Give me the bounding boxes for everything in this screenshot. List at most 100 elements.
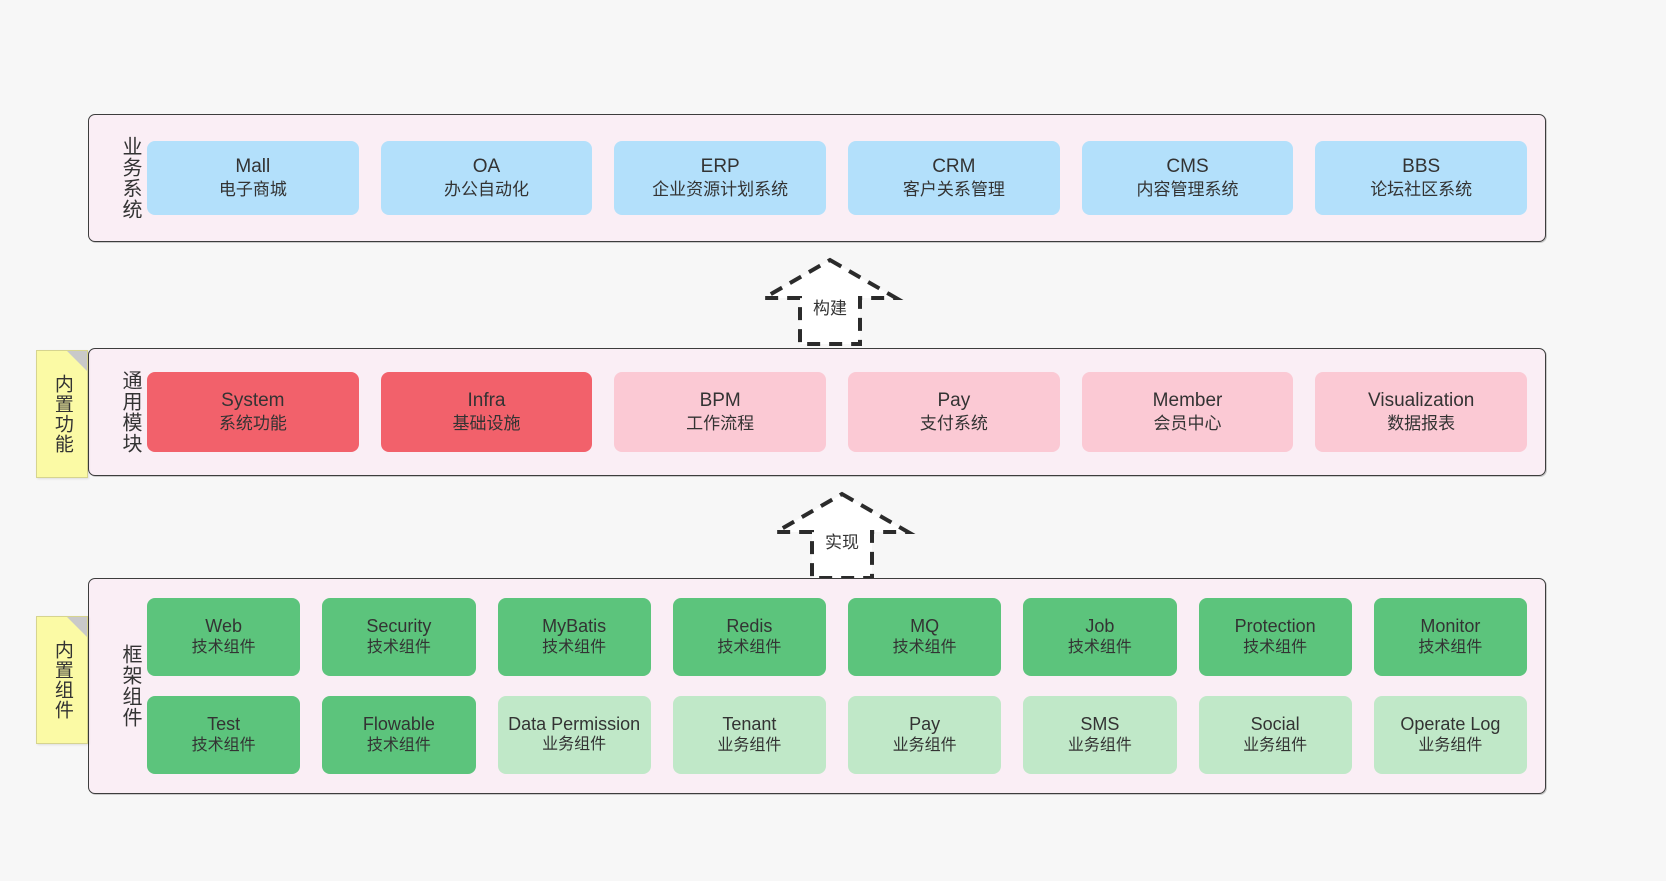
framework-row-1: Web 技术组件 Security 技术组件 MyBatis 技术组件 Redi… xyxy=(147,598,1527,676)
card-subtitle: 技术组件 xyxy=(892,639,957,657)
connector-implement-label: 实现 xyxy=(825,533,859,552)
card-title: BPM xyxy=(699,389,741,411)
card-redis[interactable]: Redis 技术组件 xyxy=(672,598,826,676)
card-title: Redis xyxy=(726,615,773,636)
card-security[interactable]: Security 技术组件 xyxy=(322,598,476,676)
card-title: Pay xyxy=(937,389,971,411)
card-subtitle: 支付系统 xyxy=(919,414,988,434)
card-title: MyBatis xyxy=(542,615,607,636)
connector-build-label: 构建 xyxy=(813,299,847,318)
card-subtitle: 工作流程 xyxy=(686,414,755,434)
card-subtitle: 技术组件 xyxy=(366,639,431,657)
card-member[interactable]: Member 会员中心 xyxy=(1081,372,1294,452)
card-infra[interactable]: Infra 基础设施 xyxy=(380,372,593,452)
card-subtitle: 技术组件 xyxy=(1418,639,1483,657)
card-title: Test xyxy=(207,713,241,734)
card-subtitle: 客户关系管理 xyxy=(902,180,1005,200)
card-subtitle: 论坛社区系统 xyxy=(1370,180,1473,200)
card-test[interactable]: Test 技术组件 xyxy=(147,696,301,774)
card-erp[interactable]: ERP 企业资源计划系统 xyxy=(614,141,827,215)
card-title: CRM xyxy=(932,155,976,177)
card-subtitle: 业务组件 xyxy=(1067,737,1132,755)
card-oa[interactable]: OA 办公自动化 xyxy=(380,141,593,215)
card-subtitle: 内容管理系统 xyxy=(1136,180,1239,200)
card-tenant[interactable]: Tenant 业务组件 xyxy=(672,696,826,774)
card-system[interactable]: System 系统功能 xyxy=(147,372,359,452)
card-flowable[interactable]: Flowable 技术组件 xyxy=(322,696,476,774)
band-business-systems: 业务系统 Mall 电子商城 OA 办公自动化 ERP 企业资源计划系统 CRM… xyxy=(88,114,1546,242)
card-subtitle: 基础设施 xyxy=(452,414,521,434)
card-subtitle: 业务组件 xyxy=(1243,737,1308,755)
card-subtitle: 会员中心 xyxy=(1153,414,1222,434)
card-sms[interactable]: SMS 业务组件 xyxy=(1023,696,1177,774)
card-title: OA xyxy=(472,155,501,177)
card-title: CMS xyxy=(1166,155,1209,177)
card-social[interactable]: Social 业务组件 xyxy=(1198,696,1352,774)
card-title: Security xyxy=(366,615,432,636)
note-fold-corner-icon xyxy=(67,617,87,637)
card-subtitle: 业务组件 xyxy=(892,737,957,755)
card-subtitle: 系统功能 xyxy=(218,414,287,434)
card-cms[interactable]: CMS 内容管理系统 xyxy=(1081,141,1294,215)
card-subtitle: 技术组件 xyxy=(542,639,607,657)
business-card-list: Mall 电子商城 OA 办公自动化 ERP 企业资源计划系统 CRM 客户关系… xyxy=(141,115,1545,241)
card-title: Infra xyxy=(467,389,506,411)
common-card-list: System 系统功能 Infra 基础设施 BPM 工作流程 Pay 支付系统… xyxy=(141,349,1545,475)
card-operate-log[interactable]: Operate Log 业务组件 xyxy=(1373,696,1527,774)
card-mq[interactable]: MQ 技术组件 xyxy=(848,598,1002,676)
connector-implement-arrow: 实现 xyxy=(768,491,916,580)
card-title: Job xyxy=(1085,615,1115,636)
card-title: Monitor xyxy=(1420,615,1481,636)
band-framework-components: 框架组件 Web 技术组件 Security 技术组件 MyBatis 技术组件… xyxy=(88,578,1546,794)
card-title: Visualization xyxy=(1368,389,1475,411)
band-label-framework: 框架组件 xyxy=(119,644,141,728)
card-protection[interactable]: Protection 技术组件 xyxy=(1198,598,1352,676)
card-title: SMS xyxy=(1080,713,1120,734)
card-subtitle: 业务组件 xyxy=(542,735,607,753)
card-title: Mall xyxy=(235,155,271,177)
card-title: System xyxy=(221,389,285,411)
card-bbs[interactable]: BBS 论坛社区系统 xyxy=(1315,141,1528,215)
card-subtitle: 业务组件 xyxy=(1418,737,1483,755)
card-web[interactable]: Web 技术组件 xyxy=(147,598,301,676)
note-label: 内置组件 xyxy=(51,640,73,720)
card-title: Web xyxy=(205,615,242,636)
card-mall[interactable]: Mall 电子商城 xyxy=(147,141,359,215)
card-title: Flowable xyxy=(362,713,435,734)
card-monitor[interactable]: Monitor 技术组件 xyxy=(1373,598,1527,676)
band-common-modules: 通用模块 System 系统功能 Infra 基础设施 BPM 工作流程 Pay… xyxy=(88,348,1546,476)
framework-row-2: Test 技术组件 Flowable 技术组件 Data Permission … xyxy=(147,696,1527,774)
card-title: ERP xyxy=(700,155,740,177)
card-title: MQ xyxy=(910,615,940,636)
card-subtitle: 技术组件 xyxy=(1243,639,1308,657)
card-title: BBS xyxy=(1402,155,1441,177)
card-subtitle: 企业资源计划系统 xyxy=(652,180,789,200)
note-builtin-component: 内置组件 xyxy=(36,616,88,744)
card-subtitle: 数据报表 xyxy=(1387,414,1456,434)
framework-card-grid: Web 技术组件 Security 技术组件 MyBatis 技术组件 Redi… xyxy=(141,579,1545,793)
card-crm[interactable]: CRM 客户关系管理 xyxy=(848,141,1060,215)
card-data-permission[interactable]: Data Permission 业务组件 xyxy=(497,696,651,774)
card-title: Operate Log xyxy=(1400,713,1501,734)
card-title: Protection xyxy=(1234,615,1316,636)
card-title: Member xyxy=(1152,389,1223,411)
note-label: 内置功能 xyxy=(51,374,73,454)
card-title: Pay xyxy=(909,713,941,734)
card-job[interactable]: Job 技术组件 xyxy=(1023,598,1177,676)
card-subtitle: 技术组件 xyxy=(1067,639,1132,657)
note-builtin-function: 内置功能 xyxy=(36,350,88,478)
band-label-common: 通用模块 xyxy=(119,370,141,454)
card-title: Social xyxy=(1250,713,1300,734)
card-subtitle: 技术组件 xyxy=(717,639,782,657)
note-fold-corner-icon xyxy=(67,351,87,371)
card-pay-component[interactable]: Pay 业务组件 xyxy=(848,696,1002,774)
card-mybatis[interactable]: MyBatis 技术组件 xyxy=(497,598,651,676)
band-label-business: 业务系统 xyxy=(119,136,141,220)
card-pay[interactable]: Pay 支付系统 xyxy=(848,372,1060,452)
card-title: Data Permission xyxy=(508,714,641,735)
card-visualization[interactable]: Visualization 数据报表 xyxy=(1315,372,1528,452)
connector-build-arrow: 构建 xyxy=(756,257,904,346)
card-subtitle: 办公自动化 xyxy=(444,180,529,200)
card-subtitle: 技术组件 xyxy=(191,639,256,657)
card-bpm[interactable]: BPM 工作流程 xyxy=(614,372,827,452)
